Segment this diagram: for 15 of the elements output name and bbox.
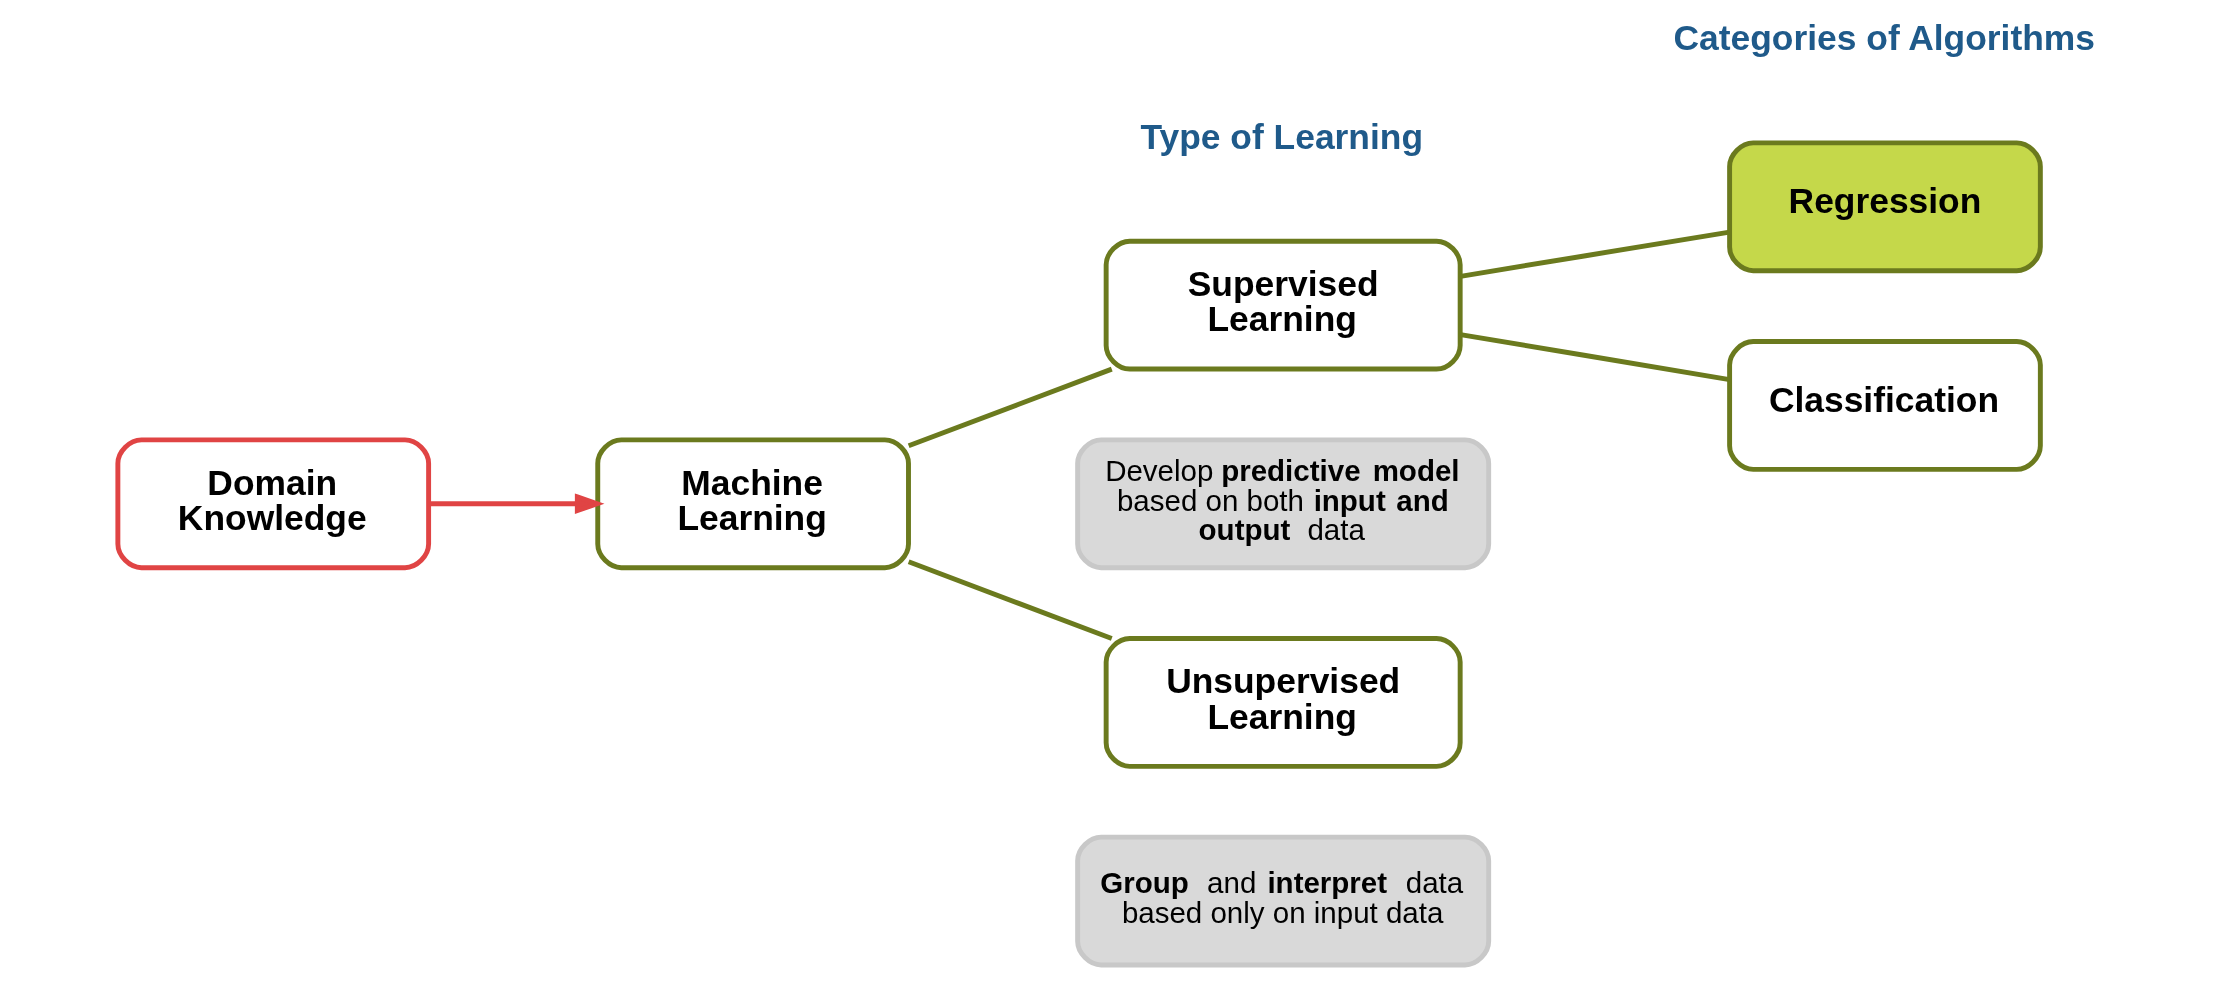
node-box: Machine Learning xyxy=(594,437,911,571)
node-box: Domain Knowledge xyxy=(114,437,431,571)
arrow xyxy=(428,493,604,515)
label: Categories of Algorithms xyxy=(1673,18,2095,59)
connector xyxy=(907,559,1113,641)
connector xyxy=(1459,229,1730,279)
node-box: Classification xyxy=(1726,339,2043,472)
label: Type of Learning xyxy=(1140,116,1423,157)
node-box: Unsupervised Learning xyxy=(1103,636,1463,769)
node-box: Group and interpret data based only on input data xyxy=(1074,834,1491,968)
node-box: Develop predictive model based on both input and output data xyxy=(1074,437,1491,571)
connector xyxy=(907,366,1113,449)
node-box: Regression xyxy=(1726,140,2043,274)
node-box: Supervised Learning xyxy=(1103,238,1463,372)
connector xyxy=(1459,332,1730,383)
